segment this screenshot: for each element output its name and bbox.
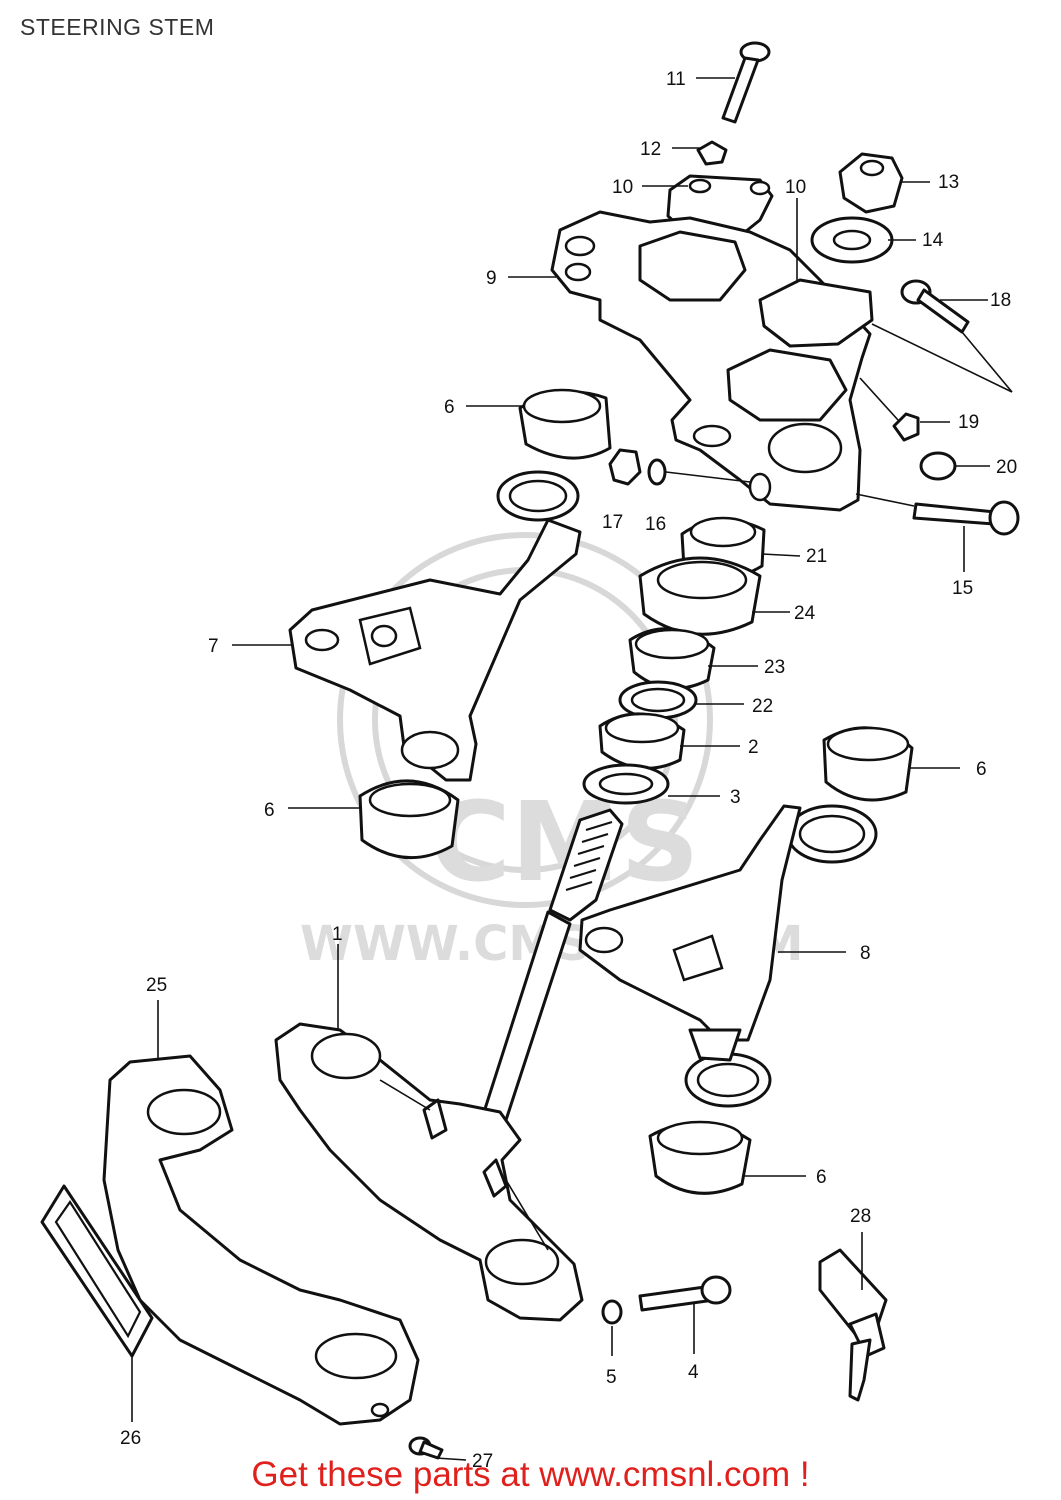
callout-6c: 6 — [976, 759, 987, 780]
part-cover-25[interactable] — [102, 1054, 420, 1426]
callout-24: 24 — [794, 603, 816, 624]
callout-21: 21 — [806, 546, 827, 567]
callout-9: 9 — [486, 268, 497, 289]
callout-16: 16 — [645, 514, 666, 535]
part-seal-3[interactable] — [582, 763, 670, 805]
callout-20: 20 — [996, 457, 1017, 478]
callout-2: 2 — [748, 737, 759, 758]
part-grommet-6b[interactable] — [358, 779, 460, 860]
part-cap-nut-17[interactable] — [608, 448, 642, 486]
part-cap-20[interactable] — [919, 451, 957, 481]
callout-6d: 6 — [816, 1167, 827, 1188]
callout-27: 27 — [472, 1451, 493, 1472]
callout-7: 7 — [208, 636, 219, 657]
callout-28: 28 — [850, 1206, 871, 1227]
part-washer-16[interactable] — [647, 458, 667, 486]
part-nut-19[interactable] — [892, 412, 920, 442]
callout-6a: 6 — [444, 397, 455, 418]
callout-4: 4 — [688, 1362, 699, 1383]
part-steering-stem-1[interactable] — [274, 808, 624, 1322]
callout-10a: 10 — [612, 177, 633, 198]
footer-link[interactable]: Get these parts at www.cmsnl.com ! — [251, 1455, 810, 1494]
callout-8: 8 — [860, 943, 871, 964]
callout-6b: 6 — [264, 800, 275, 821]
callout-13: 13 — [938, 172, 959, 193]
callout-19: 19 — [958, 412, 979, 433]
part-washer-14[interactable] — [810, 216, 894, 264]
part-bolt-4[interactable] — [638, 1275, 732, 1312]
callout-26: 26 — [120, 1428, 141, 1449]
callout-15: 15 — [952, 578, 973, 599]
callout-5: 5 — [606, 1367, 617, 1388]
callout-18: 18 — [990, 290, 1011, 311]
page-title: STEERING STEM — [20, 14, 215, 40]
callout-17: 17 — [602, 512, 623, 533]
callout-22: 22 — [752, 696, 773, 717]
part-grommet-6a[interactable] — [518, 388, 612, 460]
part-grommet-6c[interactable] — [822, 726, 914, 802]
callout-10b: 10 — [785, 177, 806, 198]
part-bolt-15[interactable] — [912, 500, 1020, 536]
part-bearing-2[interactable] — [598, 712, 686, 770]
part-washer-5[interactable] — [601, 1299, 623, 1325]
part-upper-bracket-9[interactable] — [550, 210, 874, 512]
part-bolt-11[interactable] — [721, 41, 771, 124]
callout-labels: 11 12 10 10 13 14 9 18 6 19 20 17 16 15 … — [120, 69, 1017, 1472]
callout-11: 11 — [666, 69, 686, 90]
part-nut-12[interactable] — [696, 140, 728, 166]
part-headlamp-bracket-8[interactable] — [578, 804, 878, 1108]
part-race-22[interactable] — [618, 680, 698, 720]
callout-14: 14 — [922, 230, 944, 251]
part-dust-cover-24[interactable] — [638, 556, 762, 636]
callout-3: 3 — [730, 787, 741, 808]
part-grommet-6d[interactable] — [648, 1120, 752, 1195]
part-stem-nut-13[interactable] — [838, 152, 904, 214]
part-headlamp-bracket-7[interactable] — [288, 470, 582, 782]
callout-23: 23 — [764, 657, 785, 678]
part-bearing-23[interactable] — [628, 627, 716, 690]
callout-25: 25 — [146, 975, 167, 996]
leader-lines — [131, 77, 1013, 1461]
part-bolt-18[interactable] — [900, 279, 970, 334]
part-steering-lock-28[interactable] — [818, 1248, 888, 1402]
part-reflector-26[interactable] — [40, 1184, 154, 1358]
callout-12: 12 — [640, 139, 661, 160]
callout-1: 1 — [332, 924, 343, 945]
